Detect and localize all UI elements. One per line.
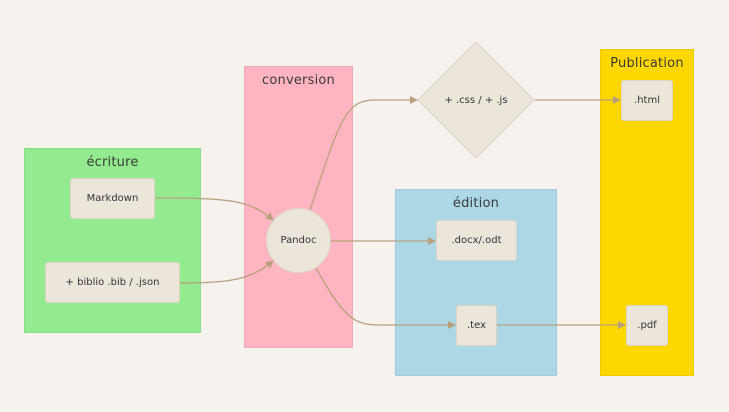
node-biblio: + biblio .bib / .json xyxy=(45,262,180,303)
node-pdf: .pdf xyxy=(626,305,668,346)
group-conversion: conversion xyxy=(244,66,353,348)
group-publication-title: Publication xyxy=(610,56,684,71)
group-conversion-title: conversion xyxy=(262,73,335,88)
group-ecriture: écriture xyxy=(24,148,201,333)
node-markdown: Markdown xyxy=(70,178,155,219)
node-pandoc: Pandoc xyxy=(266,208,331,273)
group-ecriture-title: écriture xyxy=(86,155,139,170)
group-edition-title: édition xyxy=(452,196,500,211)
node-html: .html xyxy=(621,80,673,121)
node-css-js: + .css / + .js xyxy=(444,94,508,106)
node-docx-odt: .docx/.odt xyxy=(436,220,517,261)
node-tex: .tex xyxy=(456,305,497,346)
group-edition: édition xyxy=(395,189,557,376)
